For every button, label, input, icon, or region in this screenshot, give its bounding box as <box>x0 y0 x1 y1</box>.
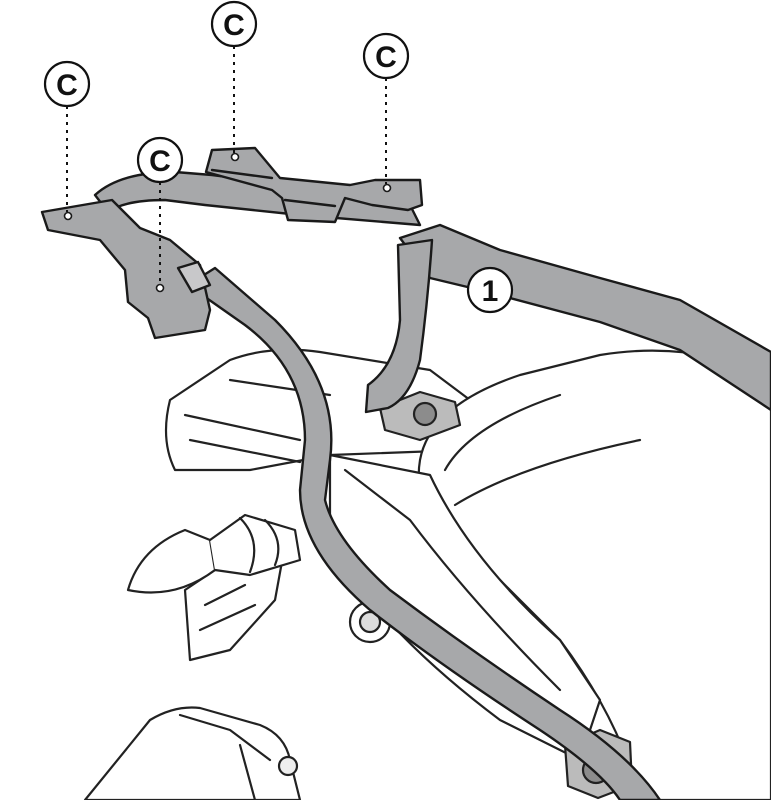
callout-label: C <box>149 145 171 178</box>
bolt-hole-right <box>382 183 392 193</box>
bolt-hole-top <box>230 152 240 162</box>
rear-mount-bolt <box>412 401 438 427</box>
rack-lower-tube <box>186 266 662 800</box>
turn-signal-ring <box>238 516 280 574</box>
exhaust-detail <box>178 713 272 800</box>
callout-circle <box>43 60 91 108</box>
bolt-holes <box>63 152 392 293</box>
exhaust-body <box>83 706 302 800</box>
callout-circle <box>466 266 514 314</box>
callout-label: 1 <box>482 275 499 308</box>
leader-lines <box>66 46 387 284</box>
callout-circle <box>136 136 184 184</box>
frame-inner-line <box>343 468 562 692</box>
rack-top-plate-edge <box>210 168 337 208</box>
callout-screw-2: C <box>136 136 184 184</box>
exhaust-bolt <box>277 755 299 777</box>
bolt-hole-plate <box>155 283 165 293</box>
rack-top-plate <box>204 146 424 224</box>
callout-circle <box>362 32 410 80</box>
rack-drop-arm <box>364 238 434 414</box>
motorcycle-tail <box>83 348 771 800</box>
callout-circle <box>210 0 258 48</box>
callout-part-1: 1 <box>466 266 514 314</box>
callout-screw-1: C <box>43 60 91 108</box>
callout-label: C <box>56 69 78 102</box>
callout-label: C <box>375 41 397 74</box>
rack-left-mount-plate <box>40 198 212 340</box>
bolt-hole-left <box>63 211 73 221</box>
seat-seam <box>443 393 642 507</box>
frame-pivot-bolt-inner <box>358 610 382 634</box>
callout-screw-4: C <box>362 32 410 80</box>
rack-left-plate-slot <box>176 260 212 294</box>
callout-label: C <box>223 9 245 42</box>
fender-detail <box>198 583 257 632</box>
callout-screw-3: C <box>210 0 258 48</box>
